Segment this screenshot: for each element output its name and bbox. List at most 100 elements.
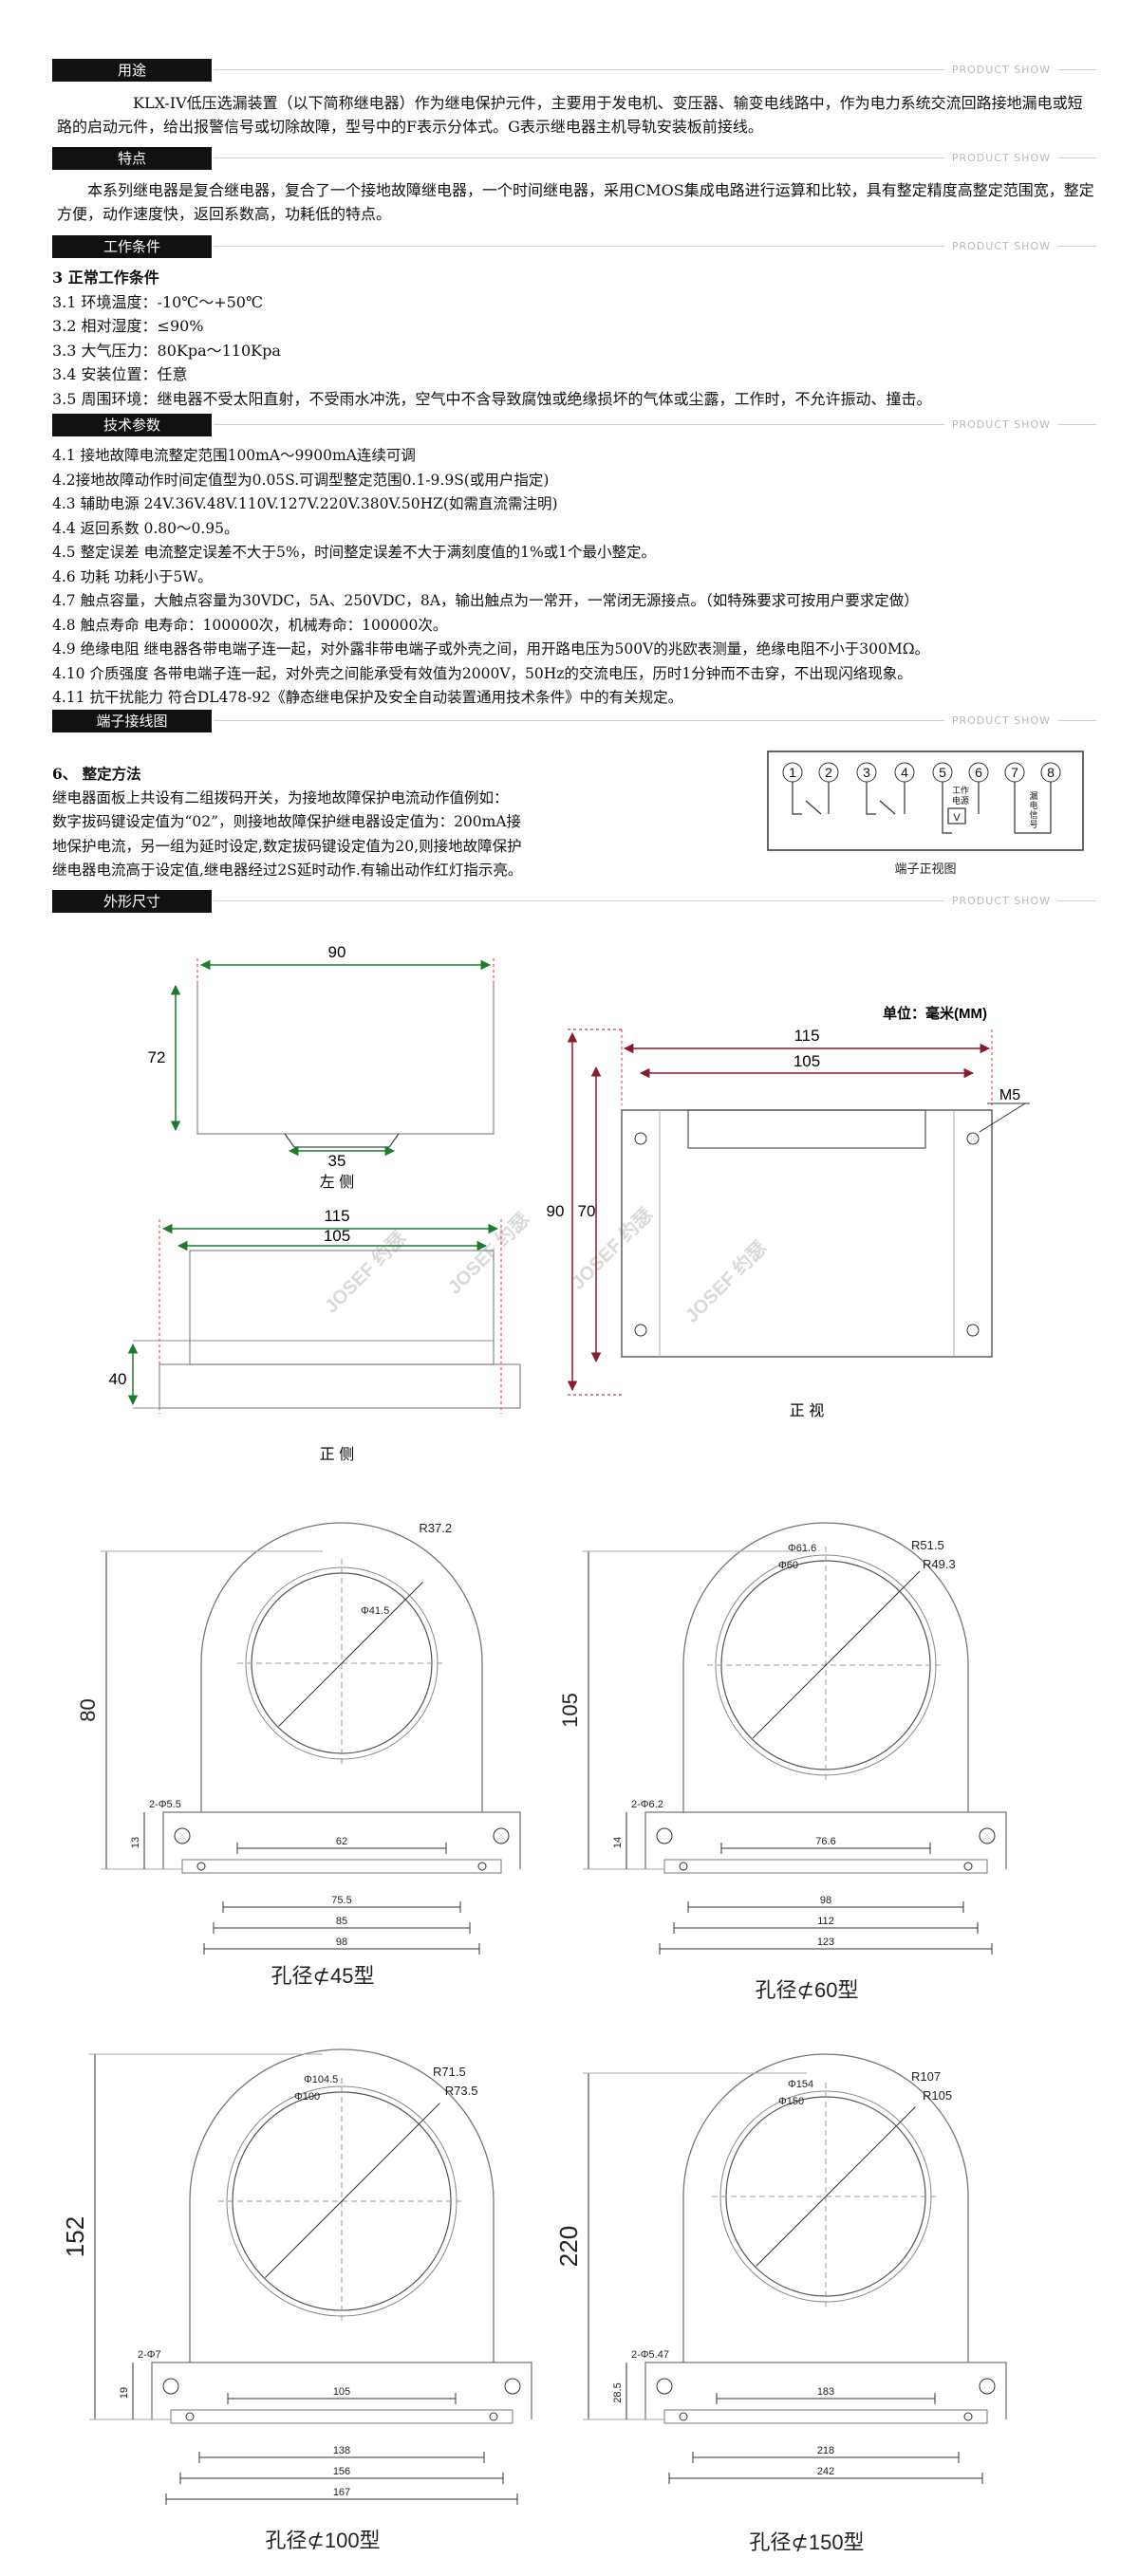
list-item: 3.2 相对湿度：≤90% [52,317,204,335]
product-show-label: PRODUCT SHOW [943,714,1058,727]
leak-label: 漏 [1029,790,1037,801]
dim-label: 105 [333,2386,350,2398]
dim-label: 72 [148,1048,166,1066]
dim-label: 98 [820,1895,831,1906]
section-dimensions: 外形尺寸 PRODUCT SHOW [52,890,1096,913]
list-item: 4.4 返回系数 0.80～0.95。 [52,519,239,537]
product-show-label: PRODUCT SHOW [943,895,1058,907]
divider [214,424,1096,425]
dim-label: 218 [817,2445,834,2456]
ct-title: 孔径⊄150型 [749,2530,864,2554]
terminal-number: 3 [863,765,870,780]
product-show-label: PRODUCT SHOW [943,64,1058,76]
mount-hole [656,1827,673,1844]
leak-label: 信 [1029,809,1037,820]
terminal-number: 6 [975,765,982,780]
ct-feet [151,2362,532,2419]
product-show-label: PRODUCT SHOW [943,152,1058,164]
mount-hole [489,2412,498,2421]
mount-hole [963,1862,973,1871]
features-text: 本系列继电器是复合继电器，复合了一个接地故障继电器，一个时间继电器，采用CMOS… [57,181,1094,223]
ct-body [200,1522,483,1812]
list-item: 4.10 介质强度 各带电端子连一起，对外壳之间能承受有效值为2000V，50H… [52,664,912,682]
mount-hole [174,1827,191,1844]
dim-label: 183 [817,2386,834,2398]
front-view: 单位：毫米(MM) 115 105 M5 90 70 正 视 [547,1005,1030,1419]
section-conditions: 工作条件 PRODUCT SHOW [52,235,1096,258]
dim-label: 105 [324,1227,350,1245]
ct-base [170,2409,513,2424]
dim-label: 76.6 [815,1836,835,1847]
mount-hole [979,2378,996,2395]
dim-label: R71.5 [433,2065,466,2079]
mount-hole [185,2412,195,2421]
dim-label: R37.2 [419,1521,452,1535]
list-item: 继电器电流高于设定值,继电器经过2S延时动作.有输出动作红灯指示亮。 [52,862,523,879]
dim-label: 13 [130,1837,141,1848]
terminal-number: 8 [1047,765,1055,780]
list-item: 4.3 辅助电源 24V.36V.48V.110V.127V.220V.380V… [52,495,558,512]
ct-base [663,2409,988,2424]
dim-label: 167 [333,2487,350,2498]
divider [214,69,1096,70]
dim-label: 98 [336,1937,347,1948]
mount-hole [679,2412,688,2421]
view-caption: 正 侧 [320,1446,354,1463]
mount-hole [196,1862,206,1871]
leak-label: 电 [1029,800,1037,810]
terminal-number: 2 [825,765,832,780]
ct-title: 孔径⊄100型 [265,2529,380,2552]
dim-label: 242 [817,2466,834,2477]
list-item: 3.4 安装位置：任意 [52,365,188,383]
ct-body [682,1522,969,1812]
params-list: 4.1 接地故障电流整定范围100mA～9900mA连续可调 4.2接地故障动作… [52,444,1106,711]
ct-base [181,1859,502,1874]
dim-label: Φ104.5 [304,2074,338,2085]
dim-label: 152 [61,2216,89,2257]
list-item: 地保护电流，另一组为延时设定,数定拔码键设定值为20,则接地故障保护 [52,837,522,855]
dim-label: Φ41.5 [361,1605,389,1617]
list-item: 3.1 环境温度：-10℃～+50℃ [52,292,263,311]
power-label: 工作 [952,785,969,795]
conditions-title: 3 正常工作条件 [52,269,159,287]
terminal-number: 1 [789,765,796,780]
product-show-label: PRODUCT SHOW [943,240,1058,252]
dim-label: R51.5 [911,1538,944,1552]
mount-hole [504,2378,521,2395]
dim-label: 62 [336,1836,347,1847]
section-title: 技术参数 [52,414,212,436]
list-item: 3.3 大气压力：80Kpa～110Kpa [52,341,281,360]
view-caption: 正 视 [790,1402,824,1419]
divider [214,900,1096,901]
dim-label: 115 [324,1207,349,1225]
dim-label: 85 [336,1916,347,1927]
ct-feet [162,1811,521,1869]
terminal-number: 4 [901,765,908,780]
dim-label: 138 [333,2445,350,2456]
conditions-list: 3 正常工作条件 3.1 环境温度：-10℃～+50℃ 3.2 相对湿度：≤90… [52,266,1106,411]
ct-dimension-drawings: 80132-Φ5.5R37.2Φ41.56275.58598孔径⊄45型1051… [61,1521,1007,2554]
dim-label: R105 [923,2088,952,2103]
relay-dimension-drawings: JOSEF 约瑟 JOSEF 约瑟 JOSEF 约瑟 JOSEF 约瑟 90 7… [109,943,1030,1463]
ct-feet [644,2362,1007,2419]
section-title: 端子接线图 [52,710,212,732]
list-item: 继电器面板上共设有二组拨码开关，为接地故障保护电流动作值例如： [52,788,509,806]
svg-text:JOSEF 约瑟: JOSEF 约瑟 [443,1208,534,1299]
section-title: 特点 [52,147,212,170]
list-item: 4.7 触点容量，大触点容量为30VDC，5A、250VDC，8A，输出触点为一… [52,592,919,609]
dim-label: Φ60 [778,1560,798,1571]
dim-label: 90 [547,1202,565,1220]
setting-title: 6、 整定方法 [52,765,141,783]
dim-label: 75.5 [331,1895,351,1906]
dim-label: 35 [328,1152,346,1170]
screw-label: M5 [999,1087,1020,1103]
terminal-diagram: 1 2 3 4 5 6 7 8 工作 电源 V 漏 电 信 号 端子正视图 [767,751,1084,876]
dim-label: 2-Φ5.47 [631,2349,669,2361]
front-side-view: 115 105 40 正 侧 [109,1207,521,1463]
list-item: 4.5 整定误差 电流整定误差不大于5%，时间整定误差不大于满刻度值的1%或1个… [52,544,657,561]
list-item: 4.8 触点寿命 电寿命：100000次，机械寿命：100000次。 [52,616,448,634]
dim-label: Φ154 [788,2079,813,2090]
dim-label: 105 [558,1693,582,1728]
dim-label: 2-Φ7 [138,2349,161,2361]
dim-label: 220 [554,2226,583,2267]
